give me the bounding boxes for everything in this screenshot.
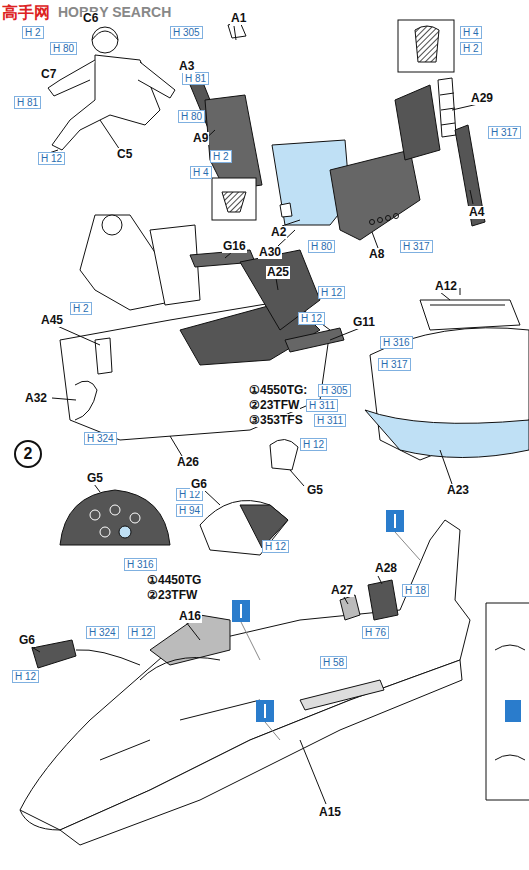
part-number: A2 (270, 226, 287, 239)
part-number: A12 (434, 280, 458, 293)
part-number: C6 (82, 12, 99, 25)
part-number: A25 (266, 266, 290, 279)
part-number: ②23TFW (146, 589, 198, 602)
part-number: ①4550TG: (248, 384, 308, 397)
part-number: G11 (352, 316, 376, 329)
part-number: A45 (40, 314, 64, 327)
paint-code: H 80 (308, 240, 335, 253)
paint-code: H 58 (320, 656, 347, 669)
part-number: A16 (178, 610, 202, 623)
paint-code: H 2 (210, 150, 232, 163)
paint-code: H 12 (12, 670, 39, 683)
part-number: ②23TFW (248, 399, 300, 412)
paint-code: H 316 (380, 336, 413, 349)
paint-code: H 94 (176, 504, 203, 517)
part-number: ③353TFS (248, 414, 304, 427)
paint-code: H 76 (362, 626, 389, 639)
part-number: G5 (306, 484, 324, 497)
part-number: A15 (318, 806, 342, 819)
paint-code: H 12 (128, 626, 155, 639)
part-number: A32 (24, 392, 48, 405)
paint-code: H 12 (300, 438, 327, 451)
paint-code: H 311 (306, 399, 338, 412)
paint-code: H 305 (170, 26, 203, 39)
part-number: A1 (230, 12, 247, 25)
paint-code: H 4 (460, 26, 482, 39)
part-number: A29 (470, 92, 494, 105)
part-number: C7 (40, 68, 57, 81)
part-number: A28 (374, 562, 398, 575)
part-number: G16 (222, 240, 247, 253)
part-number: A3 (178, 60, 195, 73)
paint-code: H 317 (400, 240, 433, 253)
paint-code: H 81 (14, 96, 41, 109)
part-number: ①4450TG (146, 574, 202, 587)
paint-code: H 80 (50, 42, 77, 55)
watermark: 高手网 (2, 4, 50, 22)
part-number: G6 (190, 478, 208, 491)
part-number: A23 (446, 484, 470, 497)
step-number: 2 (14, 440, 42, 468)
paint-code: H 80 (178, 110, 205, 123)
paint-code: H 324 (84, 432, 117, 445)
paint-code: H 4 (190, 166, 212, 179)
paint-code: H 317 (378, 358, 411, 371)
part-number: G5 (86, 472, 104, 485)
part-number: A4 (468, 206, 485, 219)
paint-code: H 12 (262, 540, 289, 553)
part-number: A26 (176, 456, 200, 469)
part-number: A30 (258, 246, 282, 259)
part-number: C5 (116, 148, 133, 161)
part-number: A27 (330, 584, 354, 597)
watermark: HOBBY SEARCH (58, 5, 171, 20)
paint-code: H 2 (70, 302, 92, 315)
paint-code: H 2 (22, 26, 44, 39)
paint-code: H 81 (182, 72, 209, 85)
paint-code: H 305 (318, 384, 351, 397)
paint-code: H 316 (124, 558, 157, 571)
paint-code: H 324 (86, 626, 119, 639)
paint-code: H 2 (460, 42, 482, 55)
paint-code: H 317 (488, 126, 521, 139)
part-number: A8 (368, 248, 385, 261)
part-number: G6 (18, 634, 36, 647)
paint-code: H 311 (314, 414, 346, 427)
paint-code: H 12 (298, 312, 325, 325)
paint-code: H 18 (402, 584, 429, 597)
part-number: A9 (192, 132, 209, 145)
paint-code: H 12 (38, 152, 65, 165)
paint-code: H 12 (318, 286, 345, 299)
